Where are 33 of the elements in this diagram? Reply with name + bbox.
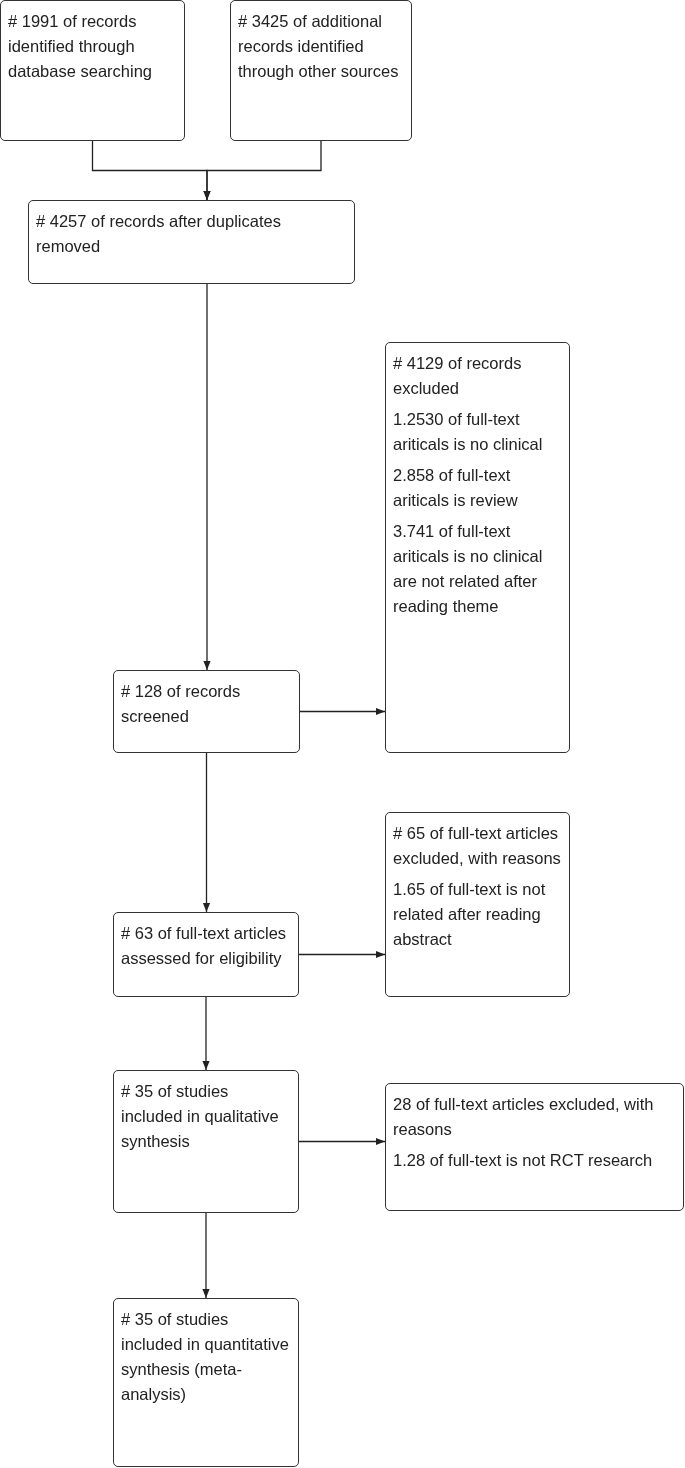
process-box: [28, 200, 355, 284]
box-text: # 35 of studies included in quantitative synthesis (meta-analysis): [121, 1309, 290, 1405]
box-text: # 3425 of additional records identified through other sources: [238, 11, 400, 82]
arrow: [203, 283, 211, 671]
process-box: [0, 0, 185, 141]
box-text: # 128 of records screened: [121, 681, 242, 727]
process-box: [385, 1083, 684, 1211]
process-box: [230, 0, 412, 141]
box-text: 1.28 of full-text is not RCT research: [393, 1150, 654, 1171]
box-text: # 63 of full-text articles assessed for eligibility: [121, 923, 288, 969]
arrow: [203, 140, 322, 201]
process-box: [113, 1070, 299, 1213]
box-text: # 35 of studies included in qualitative synthesis: [121, 1081, 280, 1152]
arrow: [298, 1137, 386, 1146]
box-text: 2.858 of full-text ariticals is review: [393, 465, 519, 511]
box-text: # 4129 of records excluded: [393, 353, 523, 399]
box-text: # 1991 of records identified through database searching: [8, 11, 154, 82]
process-box: [113, 670, 300, 753]
process-box: [385, 812, 570, 997]
box-text: 1.2530 of full-text ariticals is no clinical: [393, 409, 544, 455]
box-text: # 65 of full-text articles excluded, with reasons: [393, 823, 562, 869]
process-box: [113, 912, 299, 997]
process-box: [385, 342, 570, 753]
box-text: # 4257 of records after duplicates removed: [36, 211, 282, 257]
box-text: 28 of full-text articles excluded, with reasons: [393, 1094, 655, 1140]
arrow: [298, 950, 386, 959]
box-text: 3.741 of full-text ariticals is no clinical are not related after reading theme: [393, 521, 544, 617]
process-box: [113, 1298, 299, 1467]
box-text: 1.65 of full-text is not related after reading abstract: [393, 879, 547, 950]
arrow: [202, 996, 210, 1071]
arrow: [202, 752, 211, 913]
arrow: [299, 707, 386, 716]
arrow: [202, 1212, 210, 1299]
